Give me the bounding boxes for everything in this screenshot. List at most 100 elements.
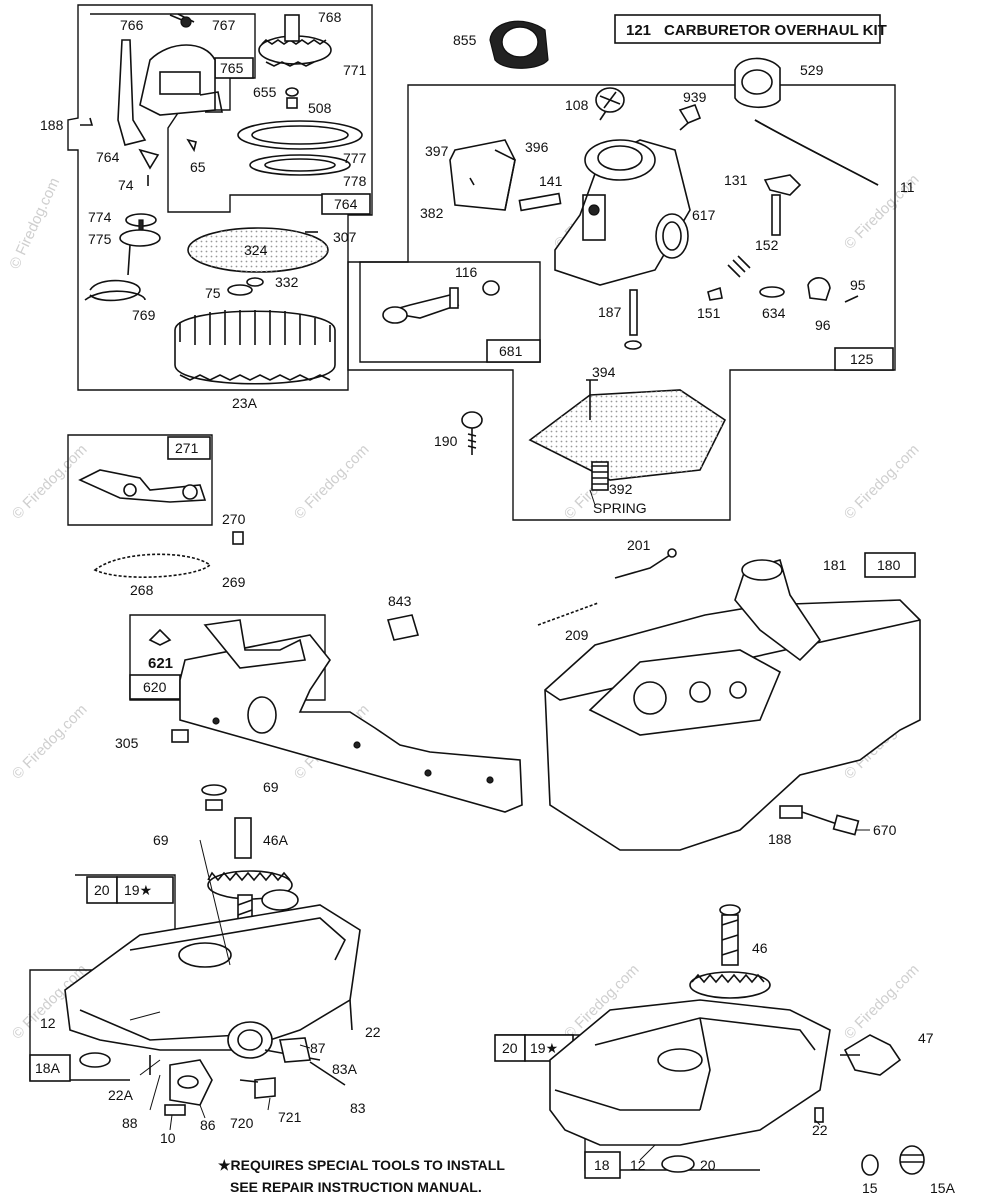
label-box-125-text: 125 (850, 351, 874, 367)
label-box-765-text: 765 (220, 60, 244, 76)
part-label-721: 721 (278, 1109, 302, 1125)
part-label-151: 151 (697, 305, 721, 321)
needle-valve-part (382, 287, 460, 324)
label-box-620 (129, 674, 181, 700)
small-carb-parts (482, 255, 859, 350)
part-label-670: 670 (873, 822, 897, 838)
part-label-15A: 15A (930, 1180, 956, 1196)
label-621: 621 (148, 655, 173, 672)
label-box-125 (834, 347, 894, 371)
spring-270-part (232, 531, 244, 545)
intake-seal-part (734, 57, 781, 109)
part-label-95: 95 (850, 277, 866, 293)
part-label-324: 324 (244, 242, 268, 258)
kit-number: 121 (626, 22, 651, 39)
part-label-655: 655 (253, 84, 277, 100)
throttle-link-part (614, 548, 677, 579)
kit-title: CARBURETOR OVERHAUL KIT (664, 22, 887, 39)
label-box-18A (29, 1054, 71, 1082)
part-label-181: 181 (823, 557, 847, 573)
part-number-labels: 766 767 768 771 655 508 188 764 74 65 77… (40, 9, 956, 1196)
part-label-20-right-bottom: 20 (700, 1157, 716, 1173)
part-label-775: 775 (88, 231, 112, 247)
part-label-141: 141 (539, 173, 563, 189)
part-label-74: 74 (118, 177, 134, 193)
oil-pump-parts-left (79, 1037, 346, 1116)
part-label-769: 769 (132, 307, 156, 323)
label-box-764 (321, 193, 371, 215)
part-label-131: 131 (724, 172, 748, 188)
part-label-508: 508 (308, 100, 332, 116)
label-box-18-text: 18 (594, 1157, 610, 1173)
part-label-190: 190 (434, 433, 458, 449)
part-label-392: 392 (609, 481, 633, 497)
fuel-line-part (754, 119, 879, 186)
part-label-88: 88 (122, 1115, 138, 1131)
part-label-22A: 22A (108, 1087, 134, 1103)
governor-spring-part (84, 213, 161, 302)
part-label-65: 65 (190, 159, 206, 175)
bolts-right-part (661, 1107, 925, 1176)
footnote-line-1: ★REQUIRES SPECIAL TOOLS TO INSTALL (218, 1157, 505, 1173)
part-label-307: 307 (333, 229, 357, 245)
part-label-774: 774 (88, 209, 112, 225)
label-box-620-text: 620 (143, 679, 167, 695)
label-box-681-text: 681 (499, 343, 523, 359)
part-label-270: 270 (222, 511, 246, 527)
group-outline-governor-link (67, 434, 213, 526)
watermark: © Firedog.com (841, 441, 923, 523)
part-label-188-top: 188 (40, 117, 64, 133)
part-label-108: 108 (565, 97, 589, 113)
part-label-617: 617 (692, 207, 716, 223)
part-label-766: 766 (120, 17, 144, 33)
part-label-87: 87 (310, 1040, 326, 1056)
part-label-397: 397 (425, 143, 449, 159)
part-label-767: 767 (212, 17, 236, 33)
part-label-768: 768 (318, 9, 342, 25)
part-label-46A: 46A (263, 832, 289, 848)
part-label-332: 332 (275, 274, 299, 290)
watermark: © Firedog.com (291, 441, 373, 523)
governor-gear-47-part (840, 1034, 902, 1076)
part-label-269: 269 (222, 574, 246, 590)
label-box-764-text: 764 (334, 196, 358, 212)
part-label-15: 15 (862, 1180, 878, 1196)
leader-lines (129, 489, 870, 1161)
grommet-843-part (386, 614, 420, 641)
label-box-18 (584, 1151, 621, 1179)
rewind-starter-part (258, 14, 332, 109)
label-box-180 (864, 552, 916, 578)
part-label-116: 116 (455, 264, 478, 280)
part-label-209: 209 (565, 627, 589, 643)
part-label-83A: 83A (332, 1061, 358, 1077)
flywheel-part (174, 227, 336, 385)
part-label-634: 634 (762, 305, 786, 321)
group-outline-control-plate (129, 614, 326, 701)
label-boxes: 764 765 681 125 271 180 620 621 20 19★ 1… (29, 57, 916, 1179)
part-label-778: 778 (343, 173, 367, 189)
part-label-47: 47 (918, 1030, 934, 1046)
kit-title-box (614, 14, 881, 44)
air-cleaner-elbow-part (489, 20, 549, 69)
spring-209-part (537, 602, 599, 626)
float-pin-part (518, 192, 562, 212)
label-box-19-left (116, 876, 174, 904)
control-bracket-part (148, 619, 523, 813)
label-box-19-right-text: 19★ (530, 1040, 558, 1056)
part-label-268: 268 (130, 582, 154, 598)
part-label-96: 96 (815, 317, 831, 333)
part-label-939: 939 (683, 89, 707, 105)
part-label-843: 843 (388, 593, 412, 609)
part-label-46: 46 (752, 940, 768, 956)
part-label-12-left: 12 (40, 1015, 56, 1031)
part-label-396: 396 (525, 139, 549, 155)
carburetor-body-part (554, 87, 702, 286)
part-label-22-left: 22 (365, 1024, 381, 1040)
label-box-271 (167, 436, 211, 460)
part-label-83: 83 (350, 1100, 366, 1116)
spring-label: SPRING (593, 500, 647, 516)
sump-left-part (64, 904, 361, 1059)
part-label-11: 11 (900, 179, 915, 195)
part-label-188-bottom: 188 (768, 831, 792, 847)
